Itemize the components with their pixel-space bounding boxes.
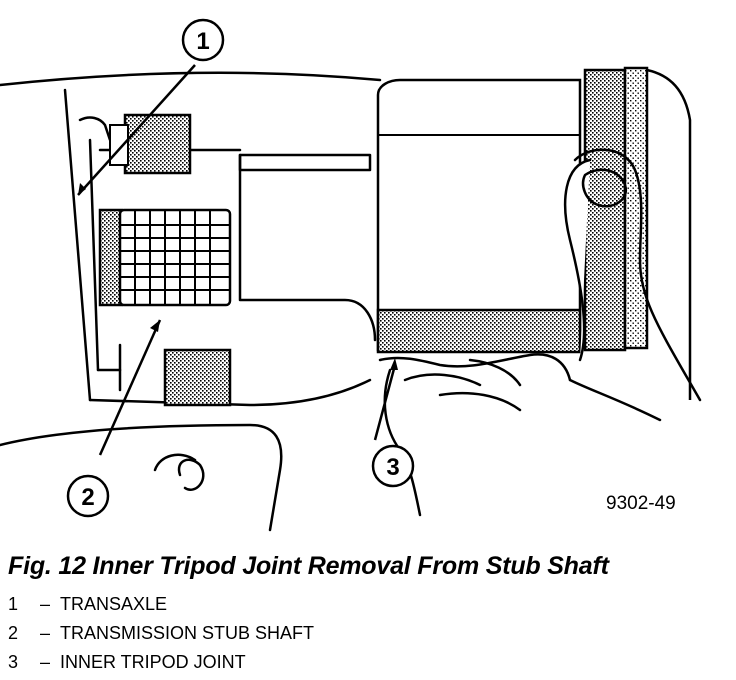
figure-code: 9302-49 [606,493,676,514]
legend-label: TRANSAXLE [60,594,168,614]
callout-2: 2 [66,474,110,518]
hand-illustration [378,148,702,517]
transaxle-lower-housing [0,423,283,532]
legend-label: TRANSMISSION STUB SHAFT [60,623,315,643]
bolt-head-bottom [163,348,232,407]
transaxle-flange [238,153,372,172]
svg-text:2: 2 [81,484,94,511]
svg-text:1: 1 [196,28,209,55]
transaxle-housing-top-edge [0,71,382,87]
svg-text:3: 3 [386,454,399,481]
transaxle-housing-left-edge [63,88,92,402]
legend-item: 1–TRANSAXLE [8,594,168,614]
legend-list: 1–TRANSAXLE 2–TRANSMISSION STUB SHAFT 3–… [8,590,314,677]
figure-caption: Fig. 12 Inner Tripod Joint Removal From … [8,552,609,580]
legend-item: 2–TRANSMISSION STUB SHAFT [8,623,315,643]
callout-3: 3 [371,444,415,488]
transaxle-housing-inner-edge [88,378,372,407]
legend-label: INNER TRIPOD JOINT [60,652,246,672]
tripod-joint-removal-illustration: 1 2 3 [0,18,702,532]
stub-shaft [98,208,232,307]
callout-1: 1 [181,18,225,62]
bolt-head-top [123,113,192,175]
legend-item: 3–INNER TRIPOD JOINT [8,652,246,672]
inner-tripod-joint [376,66,692,400]
